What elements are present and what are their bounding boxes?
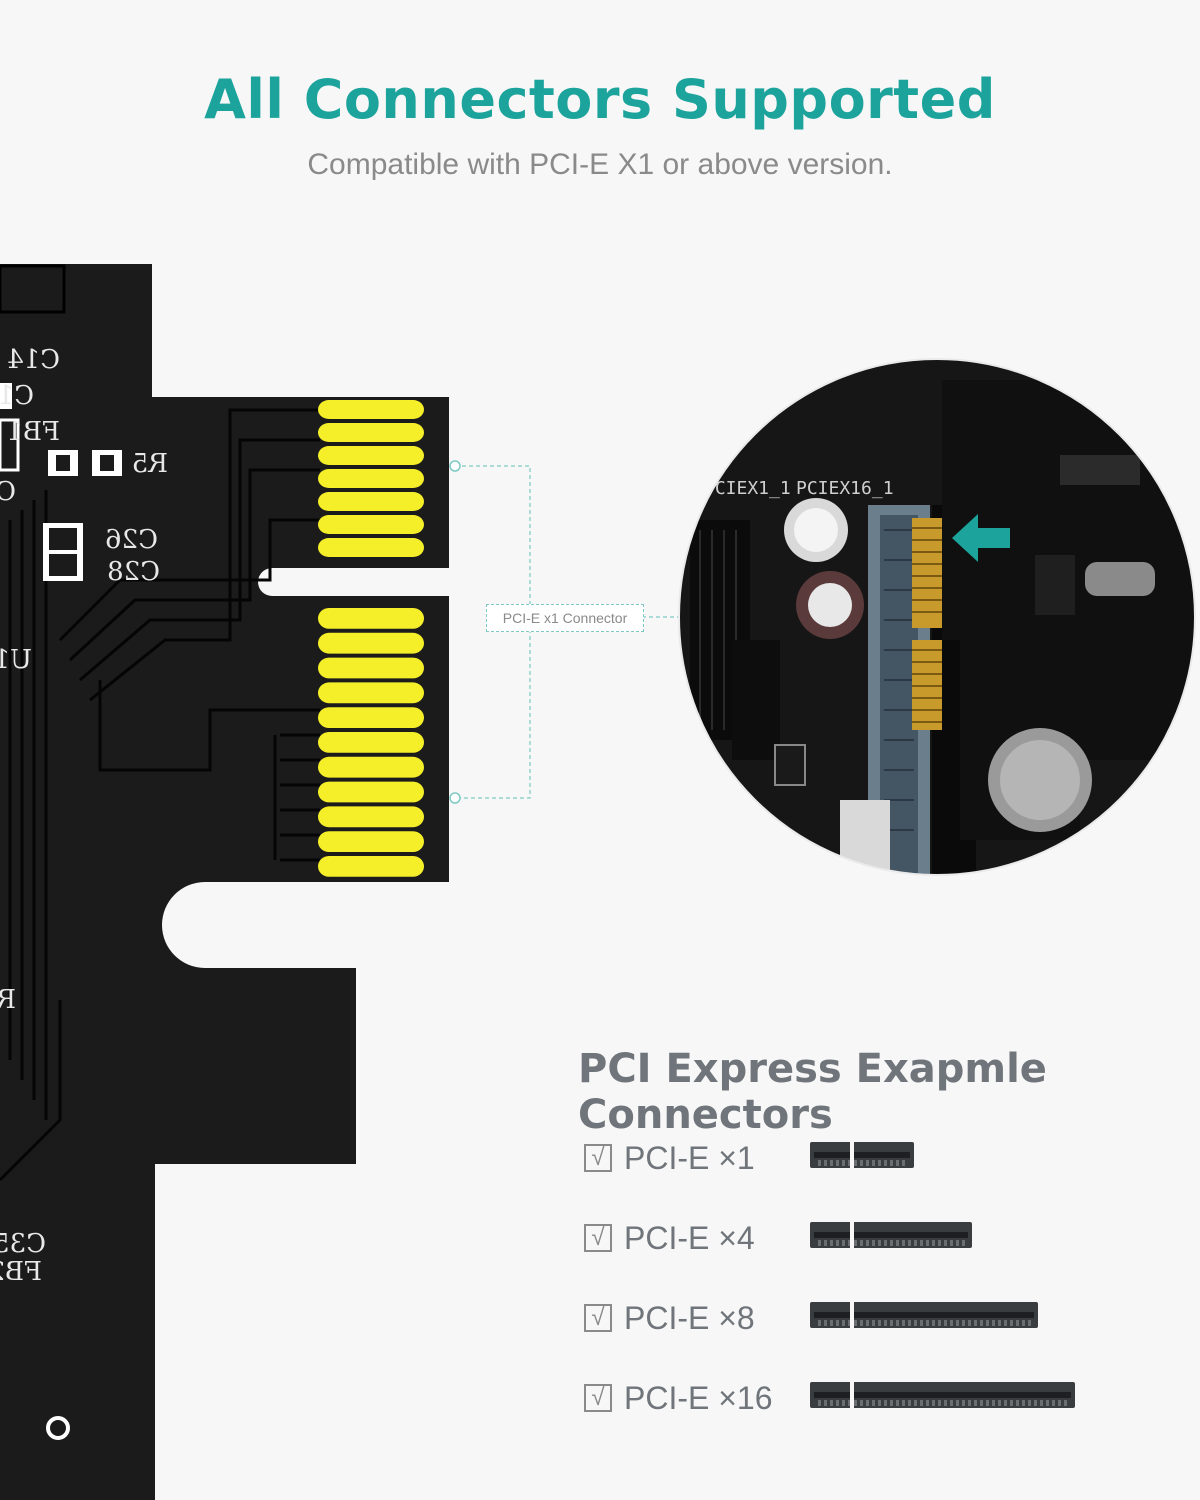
gold-finger [318,446,424,465]
silk-c: C [0,477,16,507]
connector-callout-label: PCI-E x1 Connector [486,604,644,632]
silk-fb1: FB1 [6,417,60,447]
callout-dot-bottom [449,792,461,804]
gold-finger [318,806,424,828]
gold-finger [318,469,424,488]
arrow-icon [952,514,1010,562]
checkbox-icon: √ [584,1384,612,1412]
gold-finger [318,538,424,557]
example-label: PCI-E ×4 [624,1220,755,1256]
pcie-slot-x4-icon [810,1222,972,1248]
motherboard-zoom: PCIEX1_1 PCIEX16_1 [679,359,1195,875]
gold-finger [318,707,424,728]
gold-fingers-bottom [318,608,424,877]
silk-c35: C35 [0,1229,46,1259]
gold-finger [318,756,424,778]
checkbox-icon: √ [584,1304,612,1332]
gold-finger [318,492,424,511]
callout-dot-top [449,460,461,472]
callout-bracket [455,465,680,799]
pcie-slot-x8-icon [810,1302,1038,1328]
examples-title: PCI Express Exapmle Connectors [578,1046,1047,1138]
gold-finger [318,632,424,654]
smd-components [0,264,122,1440]
silk-c14: C14 [7,345,60,375]
gold-finger [318,831,424,852]
silk-c28: C28 [107,557,160,587]
example-label: PCI-E ×8 [624,1300,755,1336]
gold-finger [318,856,424,877]
example-label: PCI-E ×16 [624,1380,773,1416]
gold-finger [318,781,424,803]
silk-c26: C26 [105,525,158,555]
example-label: PCI-E ×1 [624,1140,755,1176]
zoom-circle-border [678,358,1196,876]
checkbox-icon: √ [584,1144,612,1172]
silk-u1: U1 [0,645,32,675]
silk-r: R [0,985,16,1015]
gold-finger [318,608,424,629]
gold-finger [318,682,424,704]
gold-finger [318,732,424,753]
silk-pciex1: PCIEX1_1 [704,478,791,499]
page-subtitle: Compatible with PCI-E X1 or above versio… [307,148,893,181]
silk-r5: R5 [132,449,168,479]
gold-finger [318,515,424,534]
page-title: All Connectors Supported [204,68,996,131]
silk-fb2: FB2 [0,1257,42,1287]
silk-pciex16: PCIEX16_1 [796,478,894,499]
gold-fingers-top [318,400,424,557]
gold-finger [318,657,424,679]
pcie-slot-x1-icon [810,1142,914,1168]
pcie-slot-x16-icon [810,1382,1075,1408]
silk-c15: C15 [0,381,34,411]
pcie-card-pcb [0,264,449,1500]
pcb-traces [0,408,320,1182]
checkbox-icon: √ [584,1224,612,1252]
gold-finger [318,423,424,442]
gold-finger [318,400,424,419]
